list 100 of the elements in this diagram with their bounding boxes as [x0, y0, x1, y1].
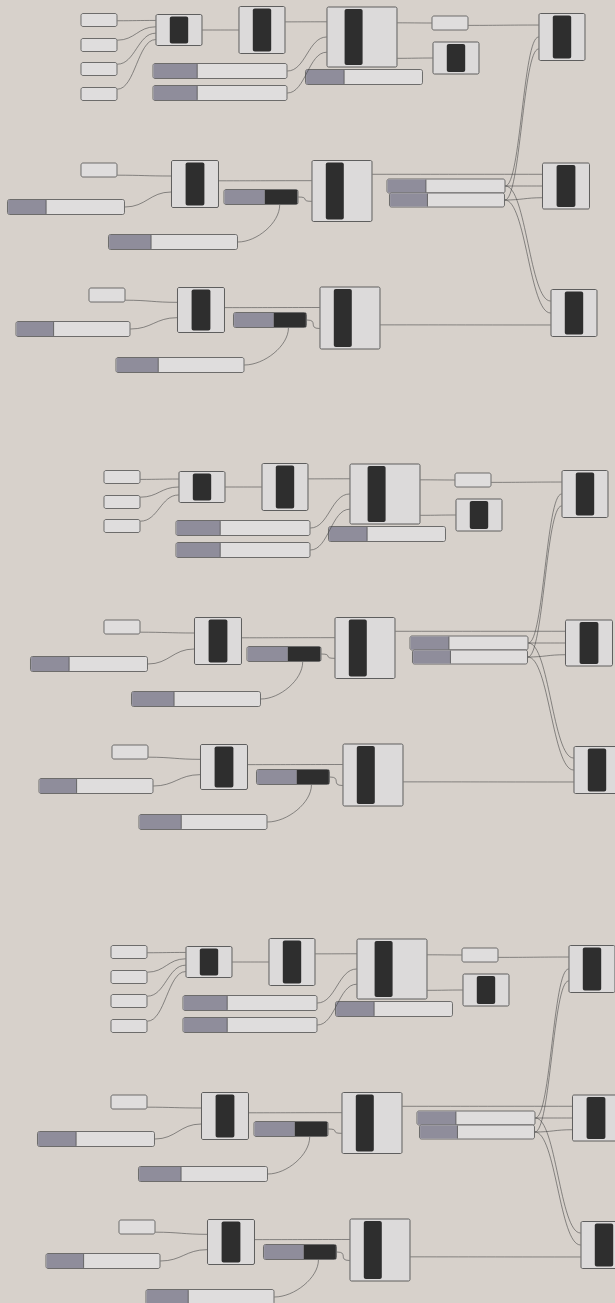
- wire: [285, 21, 327, 23]
- component-block: [155, 14, 203, 46]
- wire: [505, 185, 543, 187]
- wire: [321, 653, 335, 659]
- wire: [147, 648, 195, 665]
- number-slider: [30, 656, 148, 672]
- number-slider: [145, 1289, 275, 1303]
- wire: [274, 1259, 319, 1298]
- number-slider: [305, 69, 423, 85]
- wire: [527, 505, 562, 658]
- number-slider: [412, 649, 528, 665]
- wire: [241, 637, 335, 639]
- panel-box: [80, 62, 118, 76]
- wire: [248, 1112, 342, 1114]
- component-block: [568, 945, 615, 993]
- component-block: [572, 1094, 615, 1142]
- panel-box: [80, 162, 118, 178]
- number-slider: [223, 189, 299, 205]
- wire: [534, 1131, 581, 1246]
- wire: [224, 307, 320, 308]
- wire: [308, 478, 350, 480]
- wire: [244, 327, 289, 366]
- number-slider: [253, 1121, 329, 1137]
- component-block: [349, 463, 421, 525]
- component-block: [238, 6, 286, 54]
- wire: [202, 29, 239, 31]
- number-slider: [389, 192, 505, 208]
- panel-box: [454, 472, 492, 488]
- wire: [535, 1117, 581, 1234]
- number-slider: [138, 1166, 268, 1182]
- component-block: [432, 41, 480, 75]
- panel-box: [103, 470, 141, 484]
- panel-box: [110, 994, 148, 1008]
- number-slider: [45, 1253, 161, 1269]
- number-slider: [175, 542, 311, 558]
- wire: [117, 32, 156, 65]
- wire: [147, 971, 186, 1022]
- component-block: [268, 938, 316, 986]
- number-slider: [108, 234, 238, 250]
- panel-box: [111, 744, 149, 760]
- number-slider: [335, 1001, 453, 1017]
- component-block: [550, 289, 598, 337]
- wire: [535, 1117, 573, 1119]
- wire: [310, 493, 350, 529]
- wire: [125, 299, 178, 303]
- wire: [155, 1231, 208, 1235]
- panel-box: [110, 970, 148, 984]
- wire: [225, 486, 262, 488]
- wire: [298, 196, 312, 202]
- number-slider: [138, 814, 268, 830]
- wire: [218, 180, 312, 182]
- wire: [140, 486, 179, 498]
- number-slider: [7, 199, 125, 215]
- wire: [410, 1256, 581, 1258]
- wire: [504, 199, 551, 314]
- panel-box: [80, 13, 118, 27]
- number-slider: [152, 85, 288, 101]
- number-slider: [37, 1131, 155, 1147]
- wire: [117, 174, 172, 177]
- component-block: [561, 470, 609, 518]
- component-block: [207, 1219, 255, 1265]
- wire: [491, 481, 562, 483]
- wire: [504, 48, 539, 201]
- component-block: [341, 1092, 403, 1154]
- wire: [154, 1123, 202, 1140]
- number-slider: [182, 1017, 318, 1033]
- wire: [504, 197, 543, 201]
- component-block: [326, 6, 398, 68]
- wire: [420, 479, 455, 481]
- component-block: [462, 973, 510, 1007]
- panel-box: [110, 945, 148, 959]
- wire: [147, 952, 186, 954]
- wire: [317, 983, 357, 1026]
- panel-box: [103, 495, 141, 509]
- wire: [267, 1136, 310, 1175]
- wire: [306, 319, 320, 329]
- wire: [505, 36, 539, 187]
- wire: [403, 781, 574, 783]
- panel-box: [80, 87, 118, 101]
- panel-box: [103, 519, 141, 533]
- component-block: [538, 13, 586, 61]
- wire: [117, 20, 156, 22]
- wire: [372, 174, 543, 175]
- number-slider: [233, 312, 307, 328]
- wire: [528, 642, 574, 759]
- wire: [528, 642, 566, 644]
- wire: [427, 954, 462, 956]
- wire: [147, 1106, 202, 1109]
- number-slider: [386, 178, 506, 194]
- component-block: [455, 498, 503, 532]
- wire: [140, 478, 179, 480]
- wire: [498, 956, 569, 958]
- component-block: [342, 743, 404, 807]
- wire: [232, 961, 269, 963]
- panel-box: [80, 38, 118, 52]
- wire: [328, 1128, 342, 1134]
- wire: [527, 656, 574, 771]
- component-block: [573, 746, 615, 794]
- wire: [140, 631, 195, 634]
- number-slider: [328, 526, 446, 542]
